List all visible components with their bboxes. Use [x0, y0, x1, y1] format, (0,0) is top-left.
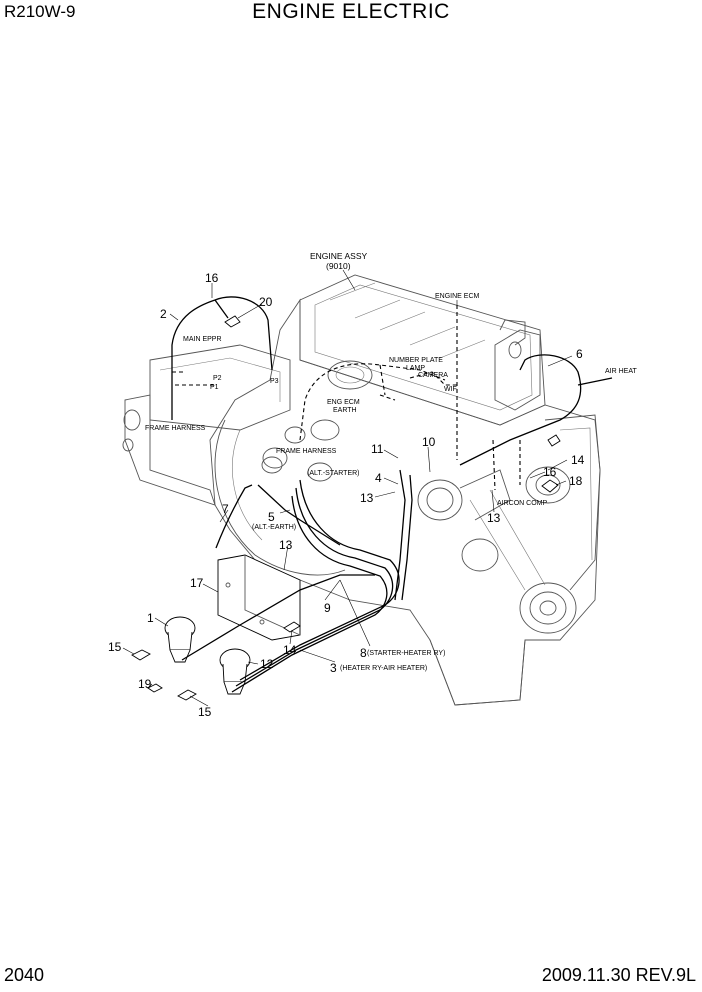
text-labels: ENGINE ASSY (9010) ENGINE ECM NUMBER PLA… — [145, 251, 637, 672]
callout-numbers: 1 2 3 4 5 6 7 8 9 10 11 12 13 13 13 14 1… — [108, 271, 585, 719]
callout-13b: 13 — [487, 511, 501, 525]
label-alt-starter: (ALT.-STARTER) — [307, 470, 360, 477]
callout-19: 19 — [138, 677, 152, 691]
callout-18: 18 — [569, 474, 583, 488]
callout-17: 17 — [190, 576, 204, 590]
model-code: R210W-9 — [4, 2, 76, 21]
label-frame-harness-2: FRAME HARNESS — [276, 448, 337, 455]
callout-5: 5 — [268, 510, 275, 524]
label-air-heat: AIR HEAT — [605, 368, 637, 375]
callout-2: 2 — [160, 307, 167, 321]
wires — [171, 296, 613, 693]
label-frame-harness-1: FRAME HARNESS — [145, 425, 206, 432]
label-engine-assy-code: (9010) — [326, 261, 351, 271]
label-engine-assy: ENGINE ASSY — [310, 251, 367, 261]
label-eng-ecm: ENG ECM — [327, 399, 360, 406]
callout-16b: 16 — [543, 465, 557, 479]
callout-1: 1 — [147, 611, 154, 625]
label-p3: P3 — [270, 378, 279, 385]
leader-lines — [122, 269, 573, 707]
label-aircon-comp: AIRCON COMP — [497, 500, 548, 507]
label-heater-ry-air-heater: (HEATER RY-AIR HEATER) — [340, 665, 427, 672]
callout-11: 11 — [371, 442, 384, 456]
callout-4: 4 — [375, 471, 382, 485]
label-starter-heater-ry: (STARTER-HEATER RY) — [367, 650, 445, 657]
callout-14b: 14 — [283, 643, 297, 657]
dashed-wires — [172, 305, 521, 491]
relay-bracket — [217, 554, 301, 641]
label-p2: P2 — [213, 375, 222, 382]
page-number: 2040 — [4, 965, 45, 985]
callout-3: 3 — [330, 661, 337, 675]
label-wif: WIF — [444, 386, 457, 393]
label-alt-earth: (ALT.-EARTH) — [252, 524, 296, 531]
label-earth: EARTH — [333, 407, 357, 414]
callout-12: 12 — [260, 657, 274, 671]
heater-relay — [219, 648, 251, 695]
callout-15b: 15 — [198, 705, 212, 719]
callout-16a: 16 — [205, 271, 219, 285]
callout-13c: 13 — [279, 538, 293, 552]
callout-9: 9 — [324, 601, 331, 615]
callout-6: 6 — [576, 347, 583, 361]
label-main-eppr: MAIN EPPR — [183, 336, 222, 343]
callout-7: 7 — [222, 502, 229, 516]
callout-20: 20 — [259, 295, 273, 309]
engine-body — [122, 274, 601, 706]
callout-15a: 15 — [108, 640, 122, 654]
callout-14a: 14 — [571, 453, 585, 467]
label-camera: CAMERA — [418, 372, 448, 379]
callout-8: 8 — [360, 646, 367, 660]
label-engine-ecm: ENGINE ECM — [435, 293, 480, 300]
callout-10: 10 — [422, 435, 436, 449]
label-p1: P1 — [210, 384, 219, 391]
label-number-plate: NUMBER PLATE — [389, 357, 443, 364]
callout-13a: 13 — [360, 491, 374, 505]
revision-date: 2009.11.30 REV.9L — [541, 965, 696, 985]
label-lamp: LAMP — [406, 365, 425, 372]
battery-relay — [164, 616, 196, 663]
page-title: ENGINE ELECTRIC — [252, 0, 450, 23]
bolts — [131, 315, 561, 701]
